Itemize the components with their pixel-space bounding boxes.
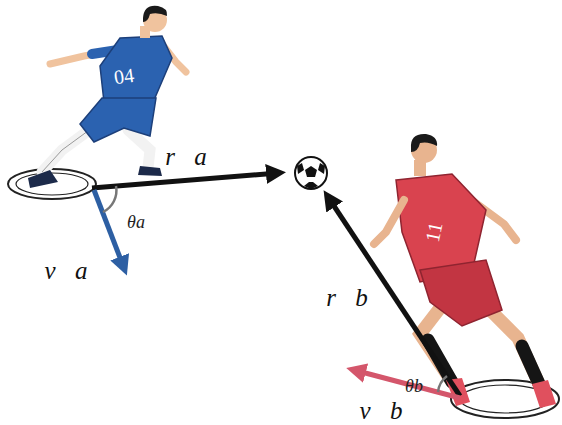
player-shoe [138, 166, 162, 176]
angle-arc [103, 186, 116, 212]
player-shorts [420, 260, 502, 326]
player-leg [42, 128, 92, 172]
vector-label: r⃗a [165, 144, 207, 169]
velocity-vector [354, 370, 460, 398]
player-hair [411, 134, 437, 152]
player-jersey [100, 36, 172, 102]
ball-patch [305, 166, 317, 177]
position-vector [92, 173, 278, 188]
foot-ring [8, 169, 96, 199]
player-hair [143, 6, 167, 22]
angle-label: θb [405, 377, 423, 395]
player-leg [42, 128, 92, 172]
player-leg [486, 306, 540, 386]
jersey-number: 04 [113, 65, 136, 88]
angle-label: θa [127, 213, 145, 231]
vector-label: v⃗b [359, 398, 402, 423]
velocity-vector [94, 190, 124, 268]
ball-patch [297, 163, 325, 189]
angle-arc [438, 376, 447, 392]
player-shoe [28, 170, 58, 188]
player-arm [374, 200, 404, 244]
vector-label: v⃗a [44, 258, 87, 283]
vector-label: r⃗b [326, 285, 368, 310]
player-shorts [80, 98, 156, 142]
player-sock [522, 346, 540, 386]
jersey-number: 11 [422, 220, 446, 243]
soccer-ball [295, 157, 327, 189]
player-shoe [532, 380, 556, 408]
